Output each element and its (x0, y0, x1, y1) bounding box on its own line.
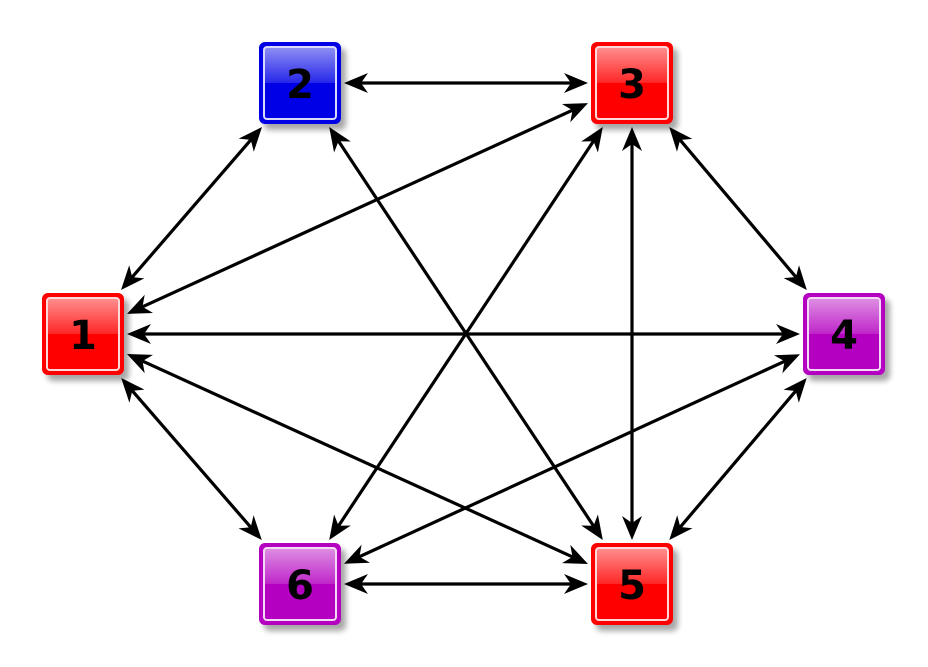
arrowhead-to-6 (344, 544, 370, 564)
arrowhead-to-4 (783, 378, 807, 403)
arrowhead-to-3 (581, 127, 603, 153)
nodes-layer: 1 2 3 4 5 6 (42, 42, 885, 625)
arrowhead-to-2 (344, 73, 368, 93)
node-inner-border (263, 46, 337, 120)
edge-3-1 (127, 103, 588, 314)
arrowhead-to-5 (622, 516, 642, 540)
arrowhead-to-6 (344, 574, 368, 594)
node-inner-border (595, 46, 669, 120)
arrowhead-to-5 (581, 514, 603, 540)
arrowhead-to-6 (329, 514, 351, 540)
arrowhead-to-1 (127, 324, 151, 344)
node-label: 4 (830, 313, 858, 359)
arrowhead-to-1 (121, 265, 145, 290)
edge-2-3 (344, 73, 588, 93)
node-inner-border (595, 547, 669, 621)
edge-3-4 (669, 127, 807, 290)
node-gloss (265, 48, 335, 83)
arrowhead-to-4 (774, 354, 800, 374)
edge-1-5 (127, 354, 588, 564)
arrowhead-to-5 (669, 515, 693, 540)
node-inner-border (807, 297, 881, 371)
node-inner-border (46, 297, 120, 371)
edge-1-6 (121, 378, 262, 540)
arrowhead-to-5 (564, 574, 588, 594)
arrowhead-to-4 (776, 324, 800, 344)
edge-4-5 (669, 378, 807, 540)
node-gloss (809, 299, 879, 334)
arrowhead-to-2 (329, 127, 351, 153)
node-inner-border (263, 547, 337, 621)
node-2[interactable]: 2 (259, 42, 341, 124)
edges-layer (121, 73, 807, 594)
node-label: 5 (618, 563, 646, 609)
edge-1-4 (127, 324, 800, 344)
arrowhead-to-3 (564, 73, 588, 93)
node-3[interactable]: 3 (591, 42, 673, 124)
arrowhead-to-6 (238, 515, 262, 540)
node-label: 1 (69, 313, 97, 359)
arrowhead-to-4 (783, 265, 807, 290)
arrowhead-to-1 (121, 378, 145, 403)
node-4[interactable]: 4 (803, 293, 885, 375)
node-gloss (265, 549, 335, 584)
node-5[interactable]: 5 (591, 543, 673, 625)
arrowhead-to-5 (562, 544, 588, 564)
arrowhead-to-1 (127, 294, 153, 314)
node-gloss (597, 48, 667, 83)
arrowhead-to-1 (127, 354, 153, 374)
node-label: 6 (286, 563, 314, 609)
edge-2-5 (329, 127, 603, 540)
node-label: 3 (618, 62, 646, 108)
edge-1-2 (121, 127, 262, 290)
edge-6-5 (344, 574, 588, 594)
edge-4-6 (344, 354, 800, 564)
arrowhead-to-2 (238, 127, 262, 152)
arrowhead-to-3 (622, 127, 642, 151)
node-6[interactable]: 6 (259, 543, 341, 625)
node-label: 2 (286, 62, 314, 108)
arrowhead-to-3 (562, 103, 588, 123)
node-gloss (597, 549, 667, 584)
node-1[interactable]: 1 (42, 293, 124, 375)
node-gloss (48, 299, 118, 334)
arrowhead-to-3 (669, 127, 693, 152)
